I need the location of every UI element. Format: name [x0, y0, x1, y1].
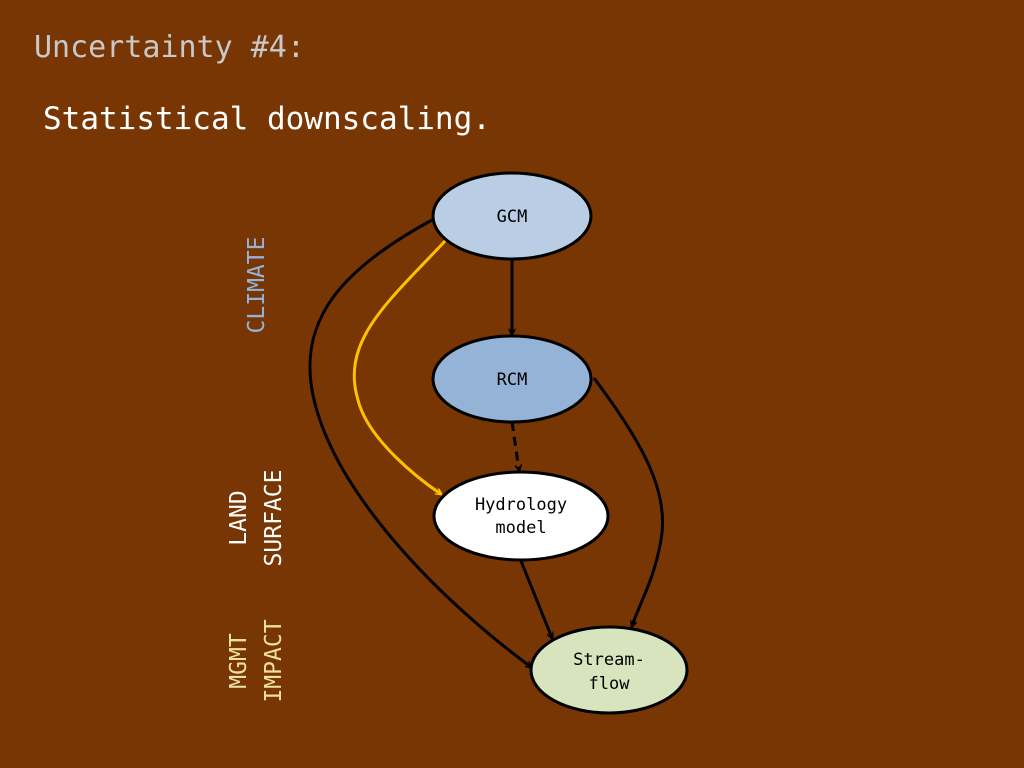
node-gcm-shape [431, 171, 593, 261]
side-label-climate: CLIMATE [244, 237, 270, 334]
node-hydrology-model: Hydrology model [432, 470, 610, 562]
node-streamflow-label-line1: Stream- [573, 650, 645, 670]
node-streamflow: Stream- flow [529, 625, 689, 715]
slide-title: Uncertainty #4: [34, 30, 305, 65]
side-label-mgmt: MGMT [226, 633, 252, 689]
node-hydrology-shape [432, 470, 610, 562]
node-rcm-label: RCM [497, 370, 528, 390]
edge-rcm-to-hydrology [510, 421, 519, 470]
side-label-land: LAND [226, 490, 252, 545]
edge-hydrology-to-streamflow [519, 560, 552, 638]
side-label-impact: IMPACT [261, 619, 287, 702]
side-label-surface: SURFACE [261, 470, 287, 567]
edge-gcm-to-hydrology-highlight [352, 238, 448, 494]
node-streamflow-shape [529, 625, 689, 715]
node-hydrology-label-line2: model [495, 518, 546, 538]
edge-gcm-to-streamflow [308, 218, 531, 667]
edge-rcm-to-streamflow [592, 377, 665, 626]
node-gcm-label: GCM [497, 207, 528, 227]
node-rcm: RCM [431, 334, 593, 424]
node-gcm: GCM [431, 171, 593, 261]
node-streamflow-label-line2: flow [589, 674, 631, 694]
node-rcm-shape [431, 334, 593, 424]
slide-subtitle: Statistical downscaling. [43, 101, 491, 137]
node-hydrology-label-line1: Hydrology [475, 495, 567, 515]
